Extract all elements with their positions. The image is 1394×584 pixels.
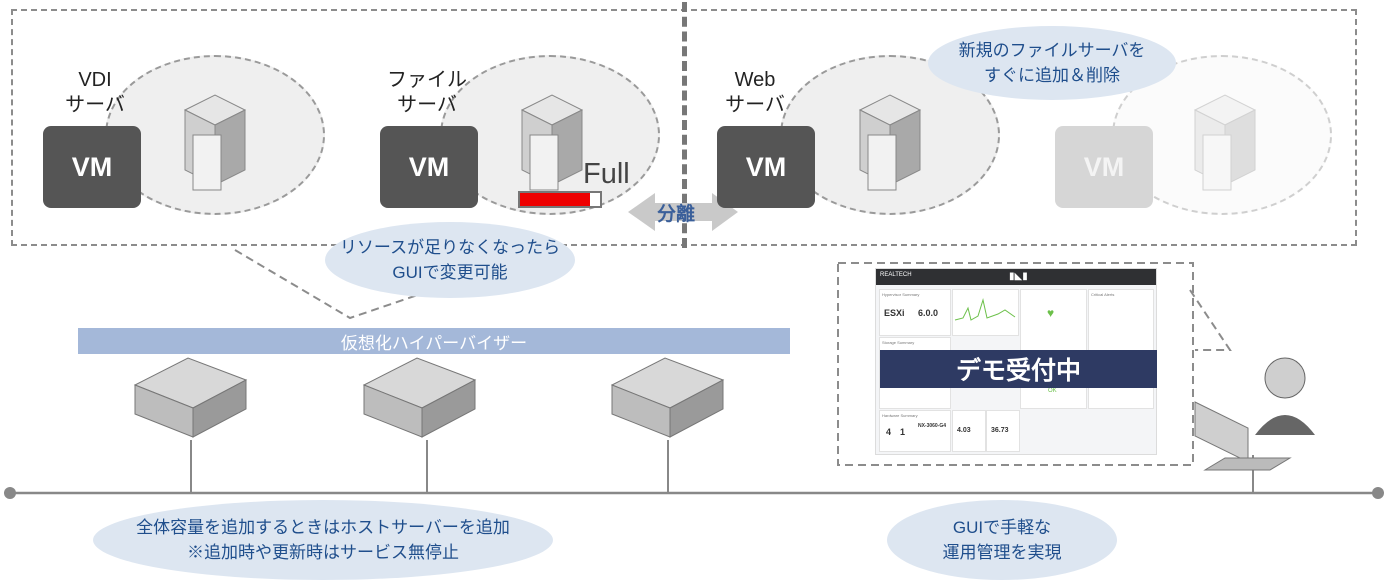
memory-usage-value: 36.73 <box>991 427 1009 434</box>
separation-label: 分離 <box>657 204 696 225</box>
full-label: Full <box>583 158 630 190</box>
capacity-gauge <box>518 191 602 208</box>
hardware-summary-card: Hardware Summary 4 1 NX-3060-G4 <box>879 410 951 452</box>
critical-alerts-card: Critical Alerts <box>1088 289 1154 409</box>
network-endpoint-right <box>1372 487 1384 499</box>
storage-summary-title: Storage Summary <box>882 340 915 345</box>
resource-note: リソースが足りなくなったら GUIで変更可能 <box>325 222 575 298</box>
health-heart-icon: ♥ <box>1047 306 1055 320</box>
vdi-server-label: VDI サーバ <box>65 69 125 116</box>
dashboard-topbar: REALTECH ▮◣▮ <box>876 269 1156 285</box>
gui-note: GUIで手軽な 運用管理を実現 <box>887 500 1117 580</box>
host-server-1 <box>133 357 248 438</box>
user-icon <box>1194 357 1315 471</box>
hosts-count: 4 <box>886 427 892 437</box>
health-status: OK <box>1048 388 1057 394</box>
host-server-2 <box>362 357 477 438</box>
file-vm: VM <box>380 126 478 208</box>
vdi-server-icon <box>183 94 247 191</box>
cpu-sparkline <box>954 298 1016 321</box>
capacity-gauge-fill <box>520 193 591 206</box>
health-card: ♥ OK <box>1020 289 1087 409</box>
web-server-label: Web サーバ <box>725 69 785 116</box>
web-server-icon <box>858 94 922 191</box>
cpu-usage-card: 4.03 <box>952 410 986 452</box>
cpu-usage-value: 4.03 <box>957 427 971 434</box>
new-file-server-note: 新規のファイルサーバを すぐに追加＆削除 <box>928 26 1176 100</box>
vdi-vm: VM <box>43 126 141 208</box>
network-endpoint-left <box>4 487 16 499</box>
file-server-label: ファイル サーバ <box>387 69 467 116</box>
dashboard-frame <box>837 262 1194 466</box>
separator-line <box>682 2 687 248</box>
new-server-icon <box>1193 94 1257 191</box>
demo-banner[interactable]: デモ受付中 <box>880 350 1157 388</box>
hypervisor-version: 6.0.0 <box>918 308 939 318</box>
file-server-icon <box>520 94 584 191</box>
web-vm: VM <box>717 126 815 208</box>
capacity-note: 全体容量を追加するときはホストサーバーを追加 ※追加時や更新時はサービス無停止 <box>93 500 553 580</box>
blocks-count: 1 <box>900 427 906 437</box>
new-vm: VM <box>1055 126 1153 208</box>
cpu-chart-card <box>952 289 1019 336</box>
hypervisor-summary-title: Hypervisor Summary <box>882 292 920 297</box>
hypervisor-name: ESXi <box>884 308 905 318</box>
dashboard-brand: REALTECH <box>880 272 912 278</box>
hardware-model: NX-3060-G4 <box>917 423 947 429</box>
hardware-summary-title: Hardware Summary <box>882 413 918 418</box>
screenshot-callout <box>1189 289 1232 351</box>
hypervisor-summary-card: Hypervisor Summary ESXi 6.0.0 <box>879 289 951 336</box>
host-server-3 <box>610 357 725 438</box>
nutanix-logo-icon: ▮◣▮ <box>1009 271 1028 282</box>
memory-usage-card: 36.73 <box>986 410 1020 452</box>
separation-arrow <box>628 193 738 231</box>
critical-alerts-title: Critical Alerts <box>1091 292 1115 297</box>
hypervisor-bar: 仮想化ハイパーバイザー <box>78 328 790 354</box>
